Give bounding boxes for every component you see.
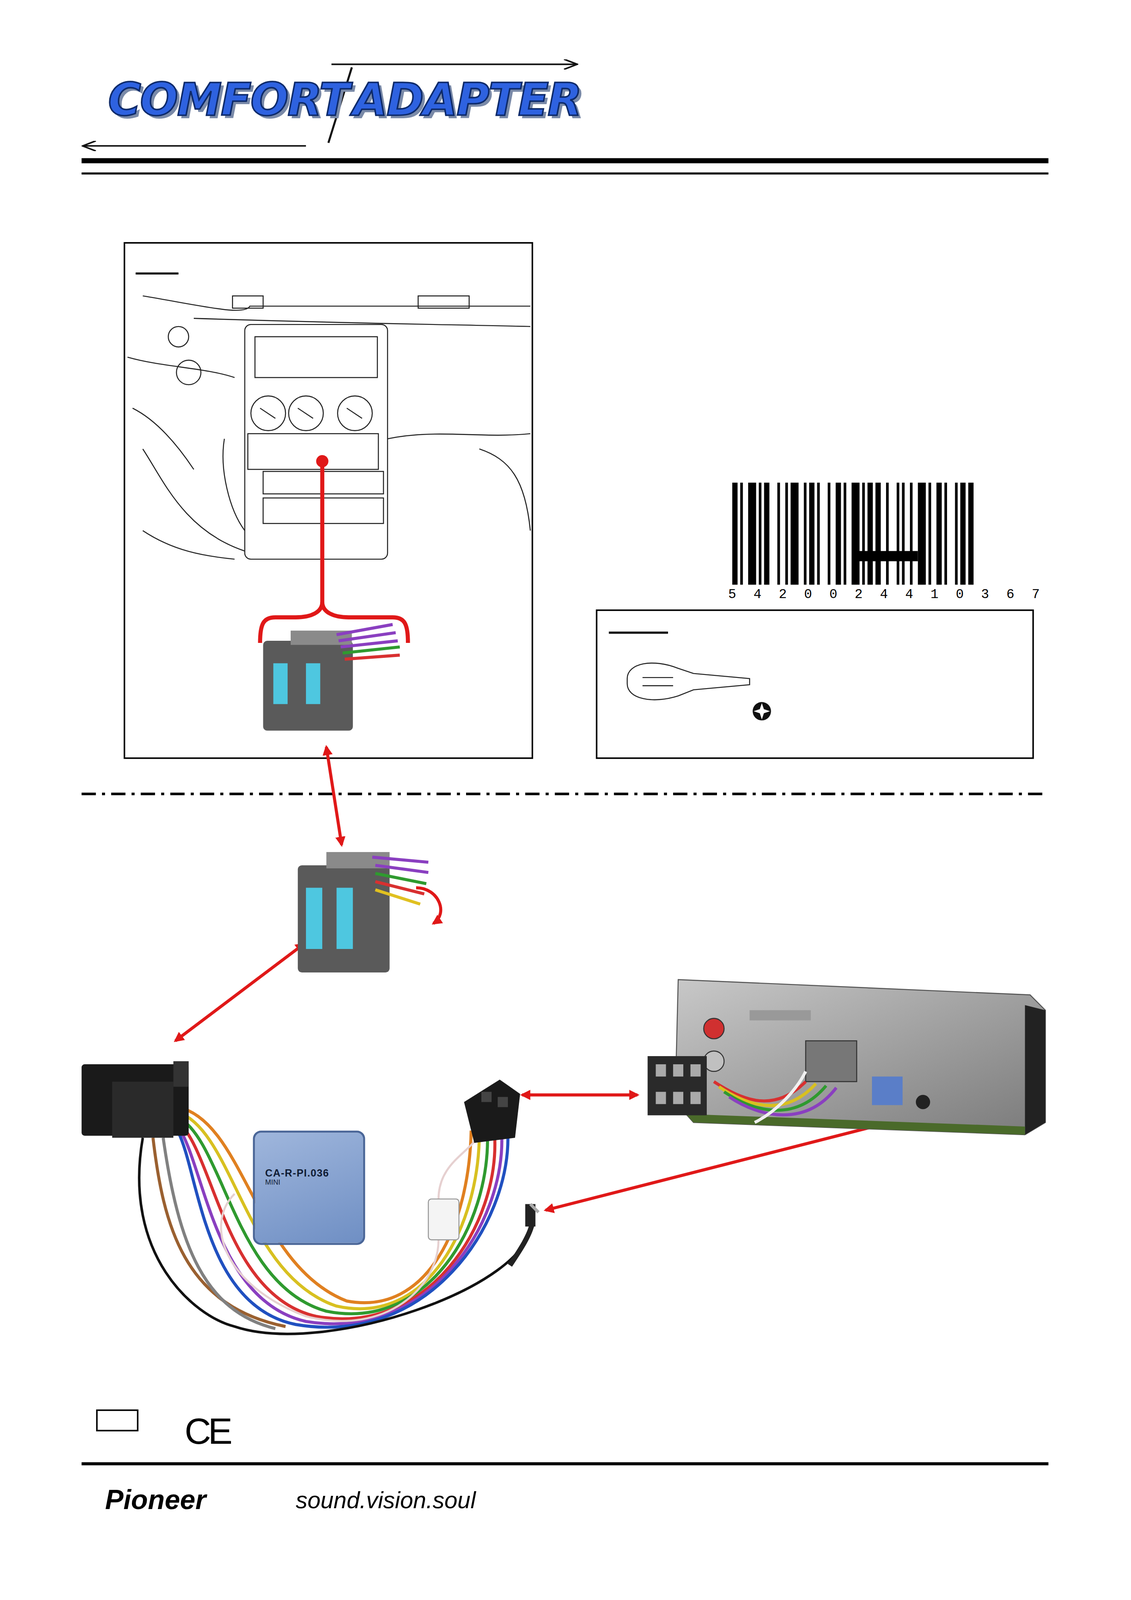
barcode-bar [763,482,770,585]
barcode-bar [835,482,841,585]
module-part-number: CA-R-PI.036 [265,1167,355,1179]
barcode-bar [944,482,948,585]
barcode-bar [968,482,974,585]
barcode-bar [918,482,927,585]
barcode-bar [809,482,815,585]
adapter-module: CA-R-PI.036MINI [253,1130,366,1245]
barcode-bar [909,482,913,585]
barcode-bar [896,482,900,585]
barcode-bar [790,482,799,585]
barcode-bar [803,482,807,585]
barcode-mark [854,550,918,562]
logo-word: COMFORT [107,73,349,126]
barcode-bar [843,482,847,585]
barcode-bar [875,482,881,585]
barcode-bar [901,482,905,585]
barcode-bar [862,482,865,585]
barcode-bar [955,482,958,585]
barcode-bar [936,482,942,585]
barcode-bar [827,482,831,585]
module-variant: MINI [265,1178,355,1186]
barcode-bar [758,482,762,585]
barcode-bar [960,482,966,585]
brand-slogan: sound.vision.soul [295,1486,476,1515]
barcode-bar [785,482,788,585]
ce-mark: CE [184,1409,230,1453]
barcode-number: 5 4 2 0 0 2 4 4 1 0 3 6 7 [728,586,1045,602]
barcode-bar [867,482,873,585]
barcode-bar [928,482,931,585]
barcode-bar [817,482,820,585]
barcode-bar [886,482,889,585]
barcode-bar [851,482,860,585]
brand-logo: Pioneer [104,1484,207,1516]
barcode-bar [748,482,757,585]
logo-word: ADAPTER [352,73,582,126]
barcode-bar [732,482,738,585]
barcode-bar [777,482,780,585]
barcode-bar [740,482,743,585]
